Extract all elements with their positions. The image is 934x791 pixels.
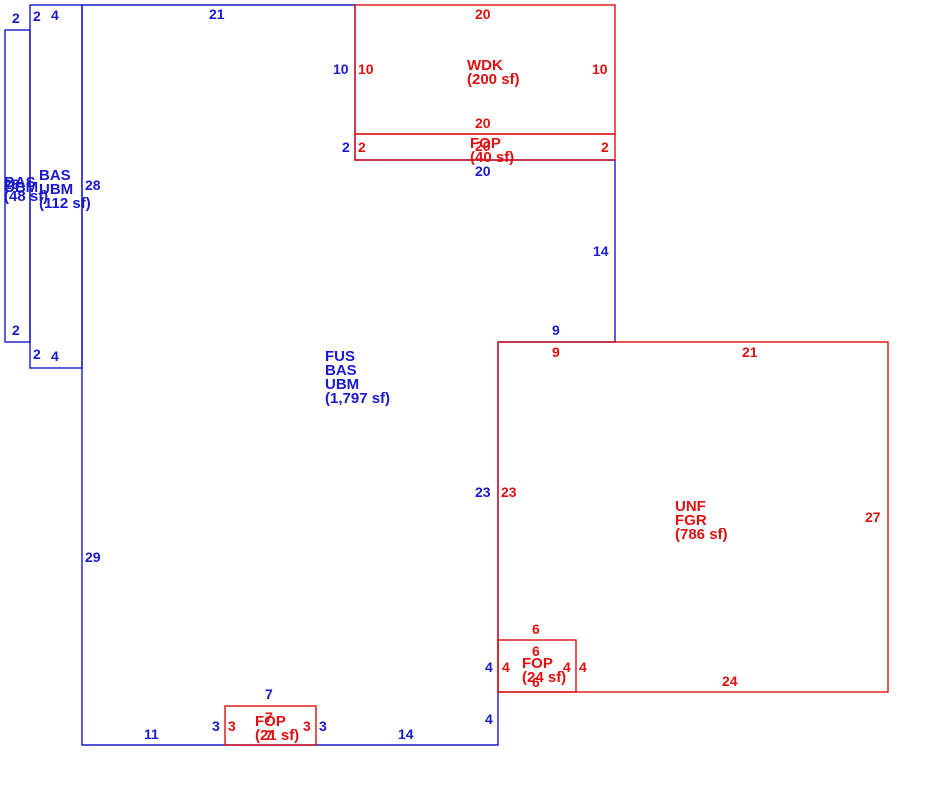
dim-garage-bottom: 24 — [722, 673, 738, 689]
porch-bottom-label: FOP (21 sf) — [255, 713, 299, 744]
dim-main-notch-b: 2 — [342, 139, 350, 155]
porch-garage-code: FOP — [522, 655, 553, 672]
dim-fop-top-top: 20 — [475, 138, 491, 154]
dim-bay-1-depth: 28 — [85, 177, 101, 193]
garage-dimensions: 9 21 23 27 24 — [501, 344, 881, 689]
dim-fop-garage-inner-right: 4 — [563, 659, 571, 675]
bay-2-code-2: UBM — [4, 179, 38, 196]
main-dimensions: 21 29 11 14 14 9 23 4 4 10 2 20 3 3 7 — [85, 6, 609, 742]
dim-garage-top-left: 9 — [552, 344, 560, 360]
bay-1-code-1: BAS — [39, 167, 71, 184]
dim-garage-top-right: 21 — [742, 344, 758, 360]
dim-bay-1-top: 4 — [51, 7, 59, 23]
wood-deck-dimensions: 20 10 10 20 — [358, 6, 608, 131]
dim-main-right-step: 9 — [552, 322, 560, 338]
porch-bottom-area-value: (21 sf) — [255, 727, 299, 744]
dim-garage-right: 27 — [865, 509, 881, 525]
dim-main-bottom-left: 11 — [144, 726, 159, 742]
dim-fop-top-right: 2 — [601, 139, 609, 155]
bay-1-area-value: (112 sf) — [39, 195, 91, 212]
dim-garage-left: 23 — [501, 484, 517, 500]
main-code-3: UBM — [325, 376, 359, 393]
garage-outline — [497, 341, 889, 693]
porch-bottom-code: FOP — [255, 713, 286, 730]
garage-label: UNF FGR (786 sf) — [675, 498, 728, 543]
dim-wdk-right: 10 — [592, 61, 608, 77]
garage-area-value: (786 sf) — [675, 526, 728, 543]
porch-top-dimensions: 2 2 20 — [358, 138, 609, 155]
bay-1-label: BAS UBM (112 sf) — [39, 167, 91, 212]
dim-bay-1-side-b: 2 — [33, 346, 41, 362]
dim-bay-2-side: 28 — [4, 176, 20, 192]
main-code-2: BAS — [325, 362, 357, 379]
bay-1-code-2: UBM — [39, 181, 73, 198]
bay-1-dimensions: 4 4 28 2 2 — [33, 7, 101, 364]
dim-bay-1-bottom: 4 — [51, 348, 59, 364]
dim-main-porch-top: 7 — [265, 686, 273, 702]
dim-main-porch-l: 3 — [212, 718, 220, 734]
dim-fop-top-left: 2 — [358, 139, 366, 155]
dim-fop-garage-inner-top: 6 — [532, 643, 540, 659]
dim-wdk-left: 10 — [358, 61, 374, 77]
wood-deck-label: WDK (200 sf) — [467, 57, 520, 88]
dim-main-bottom-right: 14 — [398, 726, 414, 742]
wood-deck-area-value: (200 sf) — [467, 71, 520, 88]
dim-bay-1-side-l: 2 — [33, 8, 41, 24]
dim-fop-bottom-inner-top: 7 — [265, 709, 273, 725]
bay-2-dimensions: 2 2 28 — [4, 10, 20, 338]
dim-main-notch-a: 10 — [333, 61, 349, 77]
porch-bottom-outline — [224, 705, 317, 746]
bay-2-area-value: (48 sf) — [4, 188, 48, 205]
porch-garage-label: FOP (24 sf) — [522, 655, 566, 686]
main-area-value: (1,797 sf) — [325, 390, 390, 407]
dim-main-right-lower: 23 — [475, 484, 491, 500]
dim-main-notch-top: 20 — [475, 163, 491, 179]
dim-main-left: 29 — [85, 549, 101, 565]
porch-top-area-value: (40 sf) — [470, 149, 514, 166]
dim-main-right-tiny-a: 4 — [485, 659, 493, 675]
dim-wdk-top: 20 — [475, 6, 491, 22]
porch-bottom-dimensions: 7 3 3 7 — [228, 709, 311, 743]
main-code-1: FUS — [325, 348, 355, 365]
porch-top-code: FOP — [470, 135, 501, 152]
porch-garage-outline — [497, 639, 577, 693]
garage-code-2: FGR — [675, 512, 707, 529]
wood-deck-code: WDK — [467, 57, 503, 74]
dim-fop-garage-top: 6 — [532, 621, 540, 637]
porch-top-label: FOP (40 sf) — [470, 135, 514, 166]
dim-main-right-tiny-b: 4 — [485, 711, 493, 727]
dim-fop-bottom-left: 3 — [228, 718, 236, 734]
dim-fop-garage-left: 4 — [502, 659, 510, 675]
dim-bay-2-top: 2 — [12, 10, 20, 26]
dim-main-porch-r: 3 — [319, 718, 327, 734]
main-area-label: FUS BAS UBM (1,797 sf) — [325, 348, 390, 407]
bay-2-label: BAS UBM (48 sf) — [4, 174, 48, 205]
bay-2-outline — [4, 29, 31, 343]
dim-fop-garage-bottom: 6 — [532, 674, 540, 690]
dim-main-top: 21 — [209, 6, 225, 22]
dim-fop-bottom-bottom: 7 — [265, 727, 273, 743]
dim-bay-2-bottom: 2 — [12, 322, 20, 338]
bay-2-code-1: BAS — [4, 174, 36, 191]
dim-main-right-upper: 14 — [593, 243, 609, 259]
porch-top-outline — [354, 133, 616, 161]
dim-wdk-bottom: 20 — [475, 115, 491, 131]
garage-code-1: UNF — [675, 498, 706, 515]
dim-fop-garage-right: 4 — [579, 659, 587, 675]
porch-garage-dimensions: 6 6 4 4 4 6 — [502, 621, 587, 690]
porch-garage-area-value: (24 sf) — [522, 669, 566, 686]
dim-fop-bottom-right: 3 — [303, 718, 311, 734]
